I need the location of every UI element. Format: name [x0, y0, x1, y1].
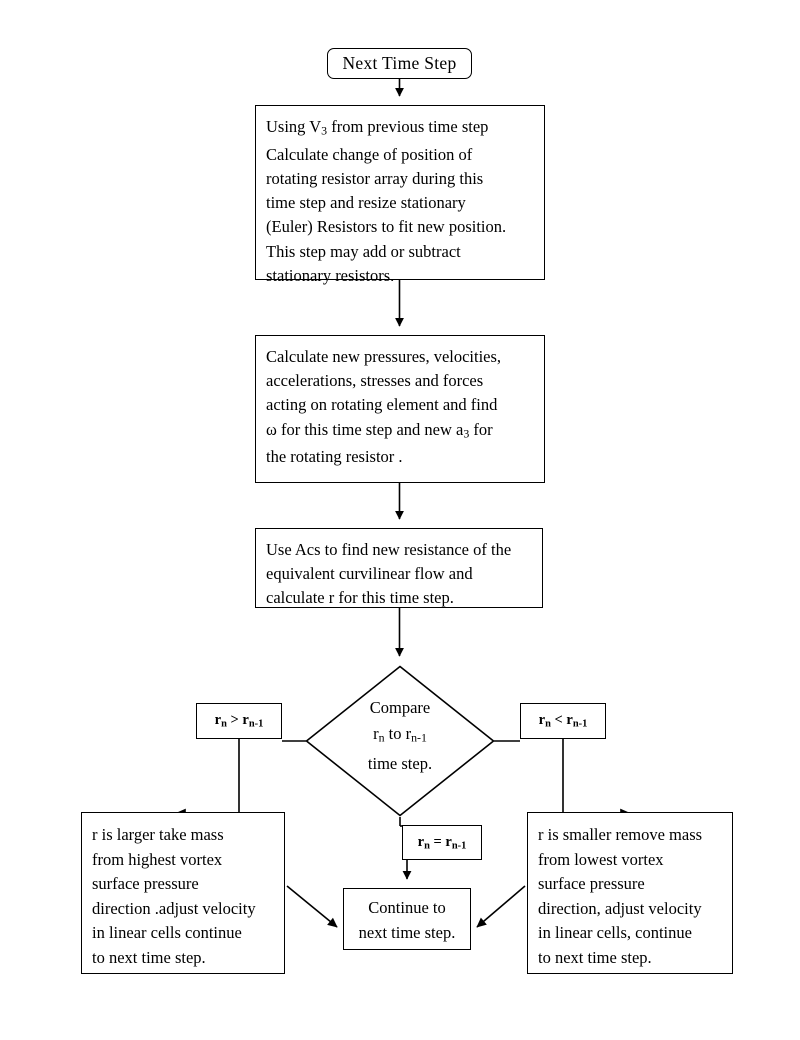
- label-r-equal-text: rn = rn-1: [417, 834, 467, 852]
- label-r-greater[interactable]: rn > rn-1: [196, 703, 282, 739]
- label-r-less[interactable]: rn < rn-1: [520, 703, 606, 739]
- node-next-time-step[interactable]: Next Time Step: [327, 48, 472, 79]
- node-process-resistance-label: Use Acs to find new resistance of the eq…: [266, 540, 512, 608]
- node-result-remove-mass-label: r is smaller remove mass from lowest vor…: [538, 825, 703, 967]
- label-r-less-text: rn < rn-1: [538, 712, 588, 730]
- edge-result-right-to-continue: [476, 885, 526, 928]
- node-process-forces-label: Calculate new pressures, velocities,acce…: [266, 347, 502, 467]
- node-continue-next-step-label: Continue to next time step.: [358, 898, 456, 942]
- edge-label-less-to-result-right: [562, 739, 631, 818]
- edge-label-greater-to-result-left: [175, 739, 240, 818]
- node-continue-next-step[interactable]: Continue to next time step.: [343, 888, 471, 950]
- node-process-resistance[interactable]: Use Acs to find new resistance of the eq…: [255, 528, 543, 608]
- node-result-take-mass[interactable]: r is larger take mass from highest vorte…: [81, 812, 285, 974]
- edge-result-left-to-continue: [286, 885, 338, 928]
- node-process-forces[interactable]: Calculate new pressures, velocities,acce…: [255, 335, 545, 483]
- node-result-take-mass-label: r is larger take mass from highest vorte…: [92, 825, 256, 967]
- node-next-time-step-label: Next Time Step: [342, 53, 457, 73]
- label-r-equal[interactable]: rn = rn-1: [402, 825, 482, 860]
- label-r-greater-text: rn > rn-1: [214, 712, 264, 730]
- node-result-remove-mass[interactable]: r is smaller remove mass from lowest vor…: [527, 812, 733, 974]
- diamond-shape: [305, 665, 495, 817]
